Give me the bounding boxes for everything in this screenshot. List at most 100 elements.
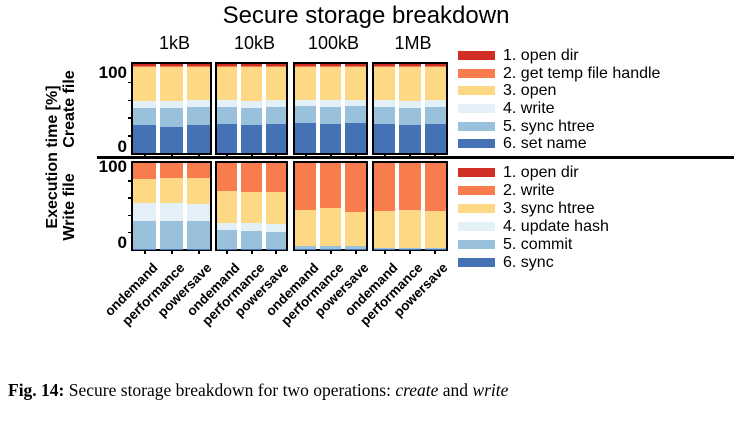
x-tick-mark [409, 251, 411, 254]
bars-group [295, 64, 366, 153]
row-separator-line [97, 156, 734, 159]
legend-label: 4. write [503, 99, 555, 117]
stacked-bar-performance [241, 64, 262, 153]
bar-segment [217, 106, 238, 125]
panel-create-1MB [372, 62, 448, 155]
legend-label: 3. open [503, 81, 557, 99]
bar-segment [295, 66, 316, 101]
column-header-1kB: 1kB [158, 33, 191, 53]
legend-swatch [458, 121, 495, 131]
bar-segment [217, 230, 238, 249]
bar-segment [133, 64, 156, 67]
stacked-bar-performance [399, 64, 421, 153]
bar-segment [265, 191, 286, 225]
x-tick-mark [329, 251, 332, 254]
bar-segment [187, 66, 210, 101]
y-minor-tick [128, 231, 131, 234]
bar-segment [345, 123, 366, 153]
x-tick-mark [170, 251, 173, 254]
bar-segment [241, 66, 262, 101]
y-tick-label-write-100: 100 [98, 157, 127, 176]
bar-segment [265, 163, 286, 192]
panel-create-10kB [215, 62, 288, 155]
x-tick-mark [434, 155, 437, 158]
x-tick-mark [197, 251, 200, 254]
x-tick-mark [434, 251, 437, 254]
bar-segment [320, 66, 341, 101]
figure-caption: Fig. 14: Secure storage breakdown for tw… [8, 380, 730, 401]
y-minor-tick [128, 81, 131, 84]
y-minor-tick [128, 214, 131, 217]
bar-segment [217, 100, 238, 107]
stacked-bar-performance [399, 163, 421, 249]
bar-segment [320, 207, 341, 246]
stacked-bar-ondemand [217, 163, 238, 249]
bar-segment [217, 190, 238, 223]
stacked-bar-ondemand [133, 163, 156, 249]
bar-segment [320, 123, 341, 153]
chart-title: Secure storage breakdown [222, 2, 510, 29]
row-label-write-file: Write file [61, 173, 78, 241]
bars-group [295, 163, 366, 249]
stacked-bar-performance [320, 64, 341, 153]
bar-segment [295, 209, 316, 246]
bar-segment [295, 64, 316, 67]
y-minor-tick [128, 99, 131, 102]
bar-segment [295, 100, 316, 107]
bar-segment [160, 163, 183, 179]
bar-segment [374, 163, 396, 211]
bar-segment [160, 178, 183, 203]
x-tick-mark [304, 155, 307, 158]
bar-segment [374, 124, 396, 153]
y-tick-label-create-0: 0 [117, 137, 127, 156]
stacked-bar-performance [320, 163, 341, 249]
bar-segment [345, 211, 366, 246]
y-axis-label: Execution time [%] [44, 85, 61, 229]
y-minor-tick [128, 135, 131, 137]
bars-group [133, 64, 210, 153]
bar-segment [320, 245, 341, 247]
stacked-bar-performance [160, 64, 183, 153]
bar-segment [295, 106, 316, 123]
x-tick-mark [383, 155, 386, 158]
bar-segment [133, 100, 156, 108]
legend-swatch [458, 138, 495, 148]
x-tick-mark [197, 155, 200, 158]
legend-label: 1. open dir [503, 163, 579, 181]
y-minor-tick [128, 117, 131, 119]
bar-segment [320, 107, 341, 124]
bar-segment [424, 64, 446, 67]
legend-swatch [458, 185, 495, 195]
stacked-bar-powersave [187, 64, 210, 153]
caption-create-term: create [395, 380, 439, 400]
x-tick-mark [409, 155, 411, 158]
bar-segment [399, 125, 421, 153]
bar-segment [241, 107, 262, 126]
x-tick-mark [250, 251, 253, 254]
stacked-bar-ondemand [374, 64, 396, 153]
bar-segment [187, 220, 210, 249]
bars-group [374, 163, 446, 249]
bar-segment [217, 66, 238, 101]
legend-swatch [458, 257, 495, 267]
x-tick-mark [143, 155, 146, 158]
bar-segment [399, 64, 421, 67]
x-tick-mark [304, 251, 307, 254]
bar-segment [133, 221, 156, 249]
stacked-bar-powersave [424, 64, 446, 153]
legend-swatch [458, 239, 495, 249]
bar-segment [320, 64, 341, 67]
bar-segment [424, 124, 446, 153]
x-tick-mark [383, 251, 386, 254]
x-tick-mark [250, 155, 253, 158]
bar-segment [295, 245, 316, 247]
panel-create-100kB [293, 62, 368, 155]
bar-segment [320, 100, 341, 108]
bar-segment [187, 64, 210, 67]
bar-segment [217, 163, 238, 191]
x-tick-mark [354, 251, 357, 254]
bar-segment [399, 107, 421, 126]
stacked-bar-ondemand [133, 64, 156, 153]
legend-swatch [458, 167, 495, 177]
